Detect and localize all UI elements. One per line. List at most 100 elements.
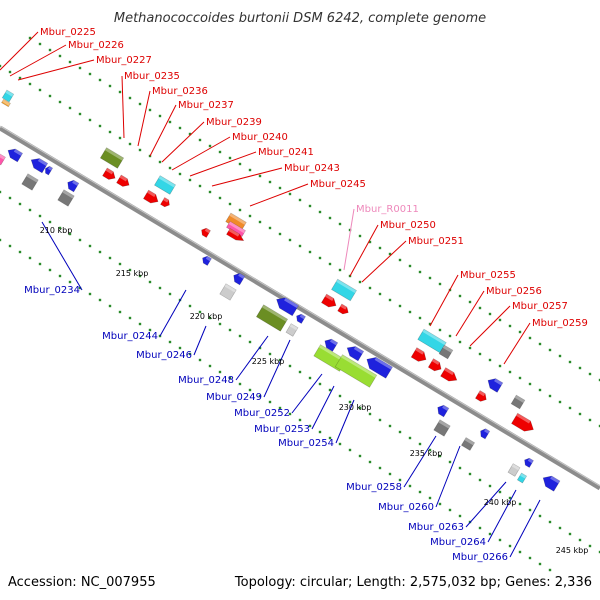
- inner-dot: [358, 406, 362, 410]
- inner-dot: [78, 112, 82, 116]
- outer-dot: [238, 162, 242, 166]
- outer-dot: [38, 42, 42, 46]
- forward-gene-label[interactable]: Mbur_0227: [96, 55, 152, 66]
- reverse-gene: [202, 255, 212, 266]
- forward-gene-label[interactable]: Mbur_0236: [152, 86, 208, 97]
- forward-gene-label[interactable]: Mbur_0235: [124, 71, 180, 82]
- inner-dot: [578, 412, 582, 416]
- genome-backbone: [0, 125, 600, 491]
- inner-dot: [28, 82, 32, 86]
- reverse-gene: [487, 378, 504, 393]
- reverse-gene-label[interactable]: Mbur_0254: [278, 438, 334, 449]
- inner-dot: [58, 100, 62, 104]
- outer-dot: [318, 430, 322, 434]
- reverse-gene-label[interactable]: Mbur_0249: [206, 392, 262, 403]
- reverse-gene-label-leader: [465, 481, 507, 528]
- outer-dot: [388, 472, 392, 476]
- forward-gene-label[interactable]: Mbur_0240: [232, 132, 288, 143]
- forward-gene-label[interactable]: Mbur_0243: [284, 163, 340, 174]
- inner-dot: [558, 526, 562, 530]
- outer-dot: [218, 150, 222, 154]
- outer-dot: [448, 508, 452, 512]
- forward-gene-label-leader: [343, 208, 355, 271]
- inner-dot: [328, 262, 332, 266]
- forward-gene: [474, 390, 487, 402]
- inner-dot: [98, 124, 102, 128]
- reverse-gene-label[interactable]: Mbur_0252: [234, 408, 290, 419]
- reverse-gene-label-leader: [403, 435, 437, 488]
- inner-dot: [168, 292, 172, 296]
- forward-gene-label[interactable]: Mbur_0251: [408, 236, 464, 247]
- forward-gene-label[interactable]: Mbur_0226: [68, 40, 124, 51]
- forward-gene-label[interactable]: Mbur_0225: [40, 27, 96, 38]
- reverse-gene-label[interactable]: Mbur_0246: [136, 350, 192, 361]
- forward-gene-label[interactable]: Mbur_0241: [258, 147, 314, 158]
- outer-dot: [28, 36, 32, 40]
- forward-gene-label[interactable]: Mbur_0256: [486, 286, 542, 297]
- forward-gene: [154, 175, 176, 195]
- reverse-gene-label[interactable]: Mbur_0253: [254, 424, 310, 435]
- inner-dot: [278, 232, 282, 236]
- inner-dot: [278, 358, 282, 362]
- outer-dot: [348, 228, 352, 232]
- outer-dot: [138, 102, 142, 106]
- outer-dot: [108, 304, 112, 308]
- inner-dot: [598, 550, 600, 554]
- inner-dot: [508, 370, 512, 374]
- outer-dot: [458, 514, 462, 518]
- label-leaders: [0, 31, 541, 558]
- reverse-gene: [324, 338, 339, 352]
- reverse-gene-label[interactable]: Mbur_0264: [430, 537, 486, 548]
- inner-dot: [218, 196, 222, 200]
- forward-gene-label[interactable]: Mbur_R0011: [356, 204, 419, 215]
- inner-dot: [38, 214, 42, 218]
- inner-dot: [178, 172, 182, 176]
- inner-dot: [158, 286, 162, 290]
- reverse-gene-label[interactable]: Mbur_0260: [378, 502, 434, 513]
- inner-dot: [248, 340, 252, 344]
- forward-gene: [410, 347, 427, 362]
- forward-gene-label[interactable]: Mbur_0250: [380, 220, 436, 231]
- forward-gene-label-leader: [361, 240, 407, 283]
- outer-dot: [418, 490, 422, 494]
- reverse-gene-label[interactable]: Mbur_0258: [346, 482, 402, 493]
- reverse-gene: [45, 165, 54, 176]
- inner-dot: [408, 310, 412, 314]
- reverse-gene-label[interactable]: Mbur_0234: [24, 285, 80, 296]
- outer-dot: [68, 60, 72, 64]
- outer-dot: [438, 502, 442, 506]
- inner-dot: [28, 208, 32, 212]
- outer-dot: [18, 250, 22, 254]
- reverse-gene: [334, 354, 378, 388]
- outer-dot: [318, 210, 322, 214]
- forward-gene-label[interactable]: Mbur_0237: [178, 100, 234, 111]
- forward-gene-label-leader: [9, 44, 67, 77]
- outer-dot: [528, 556, 532, 560]
- forward-gene-label[interactable]: Mbur_0239: [206, 117, 262, 128]
- inner-dot: [38, 88, 42, 92]
- inner-dot: [288, 238, 292, 242]
- reverse-gene-label[interactable]: Mbur_0263: [408, 522, 464, 533]
- outer-dot: [128, 96, 132, 100]
- inner-dot: [488, 358, 492, 362]
- inner-dot: [418, 316, 422, 320]
- outer-dot: [188, 352, 192, 356]
- reverse-gene-label[interactable]: Mbur_0248: [178, 375, 234, 386]
- forward-gene-label-leader: [149, 104, 177, 157]
- reverse-gene-label[interactable]: Mbur_0266: [452, 552, 508, 563]
- scale-tick-label: 210 kbp: [40, 226, 73, 235]
- reverse-gene: [516, 472, 528, 484]
- forward-gene: [143, 189, 159, 204]
- reverse-gene-label-leader: [291, 373, 323, 414]
- forward-gene-label[interactable]: Mbur_0259: [532, 318, 588, 329]
- forward-gene-label[interactable]: Mbur_0245: [310, 179, 366, 190]
- inner-dot: [398, 304, 402, 308]
- forward-gene-label[interactable]: Mbur_0257: [512, 301, 568, 312]
- inner-dot: [118, 136, 122, 140]
- reverse-gene-label-leader: [311, 385, 335, 430]
- outer-dot: [268, 400, 272, 404]
- reverse-gene-label[interactable]: Mbur_0244: [102, 331, 158, 342]
- forward-gene-label[interactable]: Mbur_0255: [460, 270, 516, 281]
